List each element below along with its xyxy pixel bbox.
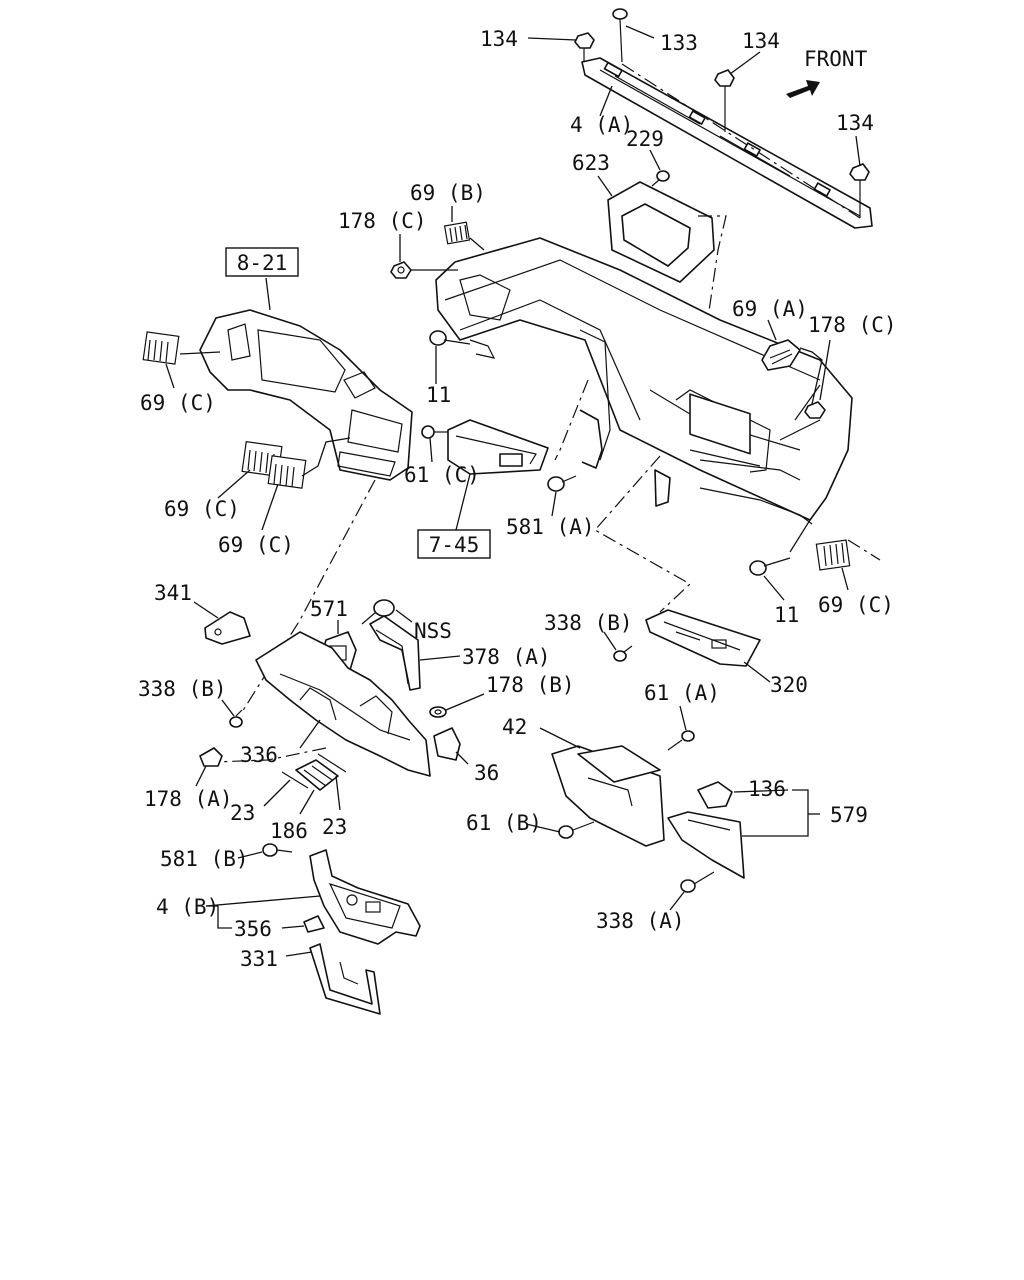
washer-178b xyxy=(429,706,447,718)
bolt-581a xyxy=(547,475,577,492)
lower-bezel-4b xyxy=(309,849,421,945)
callout-581b: 581 (B) xyxy=(160,847,249,871)
ref-8-21-label: 8-21 xyxy=(237,251,288,275)
clip-356 xyxy=(303,915,325,933)
latch-136 xyxy=(697,781,733,809)
vent-69c-d xyxy=(815,539,851,571)
upper-trim-strip xyxy=(581,57,873,229)
panel-623 xyxy=(607,181,715,283)
callout-23-a: 23 xyxy=(230,801,255,825)
part-23-a xyxy=(281,771,309,789)
nut-134-c xyxy=(849,163,870,218)
callout-69b: 69 (B) xyxy=(410,181,486,205)
callout-61c: 61 (C) xyxy=(404,463,480,487)
lower-panel-336 xyxy=(255,631,431,777)
callout-178a: 178 (A) xyxy=(144,787,233,811)
callout-136: 136 xyxy=(748,777,786,801)
bracket-331 xyxy=(309,943,381,1015)
nut-178c-b xyxy=(804,401,826,419)
front-arrow-icon xyxy=(786,80,820,98)
callout-69c-c: 69 (C) xyxy=(218,533,294,557)
callout-61b: 61 (B) xyxy=(466,811,542,835)
callout-134-c: 134 xyxy=(836,111,874,135)
callout-69c-a: 69 (C) xyxy=(140,391,216,415)
screw-61c xyxy=(421,425,450,439)
clip-338b-a xyxy=(229,709,243,728)
lower-cover-579 xyxy=(667,811,745,879)
vent-69c-a xyxy=(142,331,221,365)
clip-338b-b xyxy=(613,645,633,662)
callout-4b: 4 (B) xyxy=(156,895,219,919)
callout-133: 133 xyxy=(660,31,698,55)
callout-338b-b: 338 (B) xyxy=(544,611,633,635)
callout-178c-b: 178 (C) xyxy=(808,313,897,337)
ref-box-7-45[interactable]: 7-45 xyxy=(417,529,491,559)
nut-134-a xyxy=(574,32,595,62)
bracket-320 xyxy=(645,609,761,667)
vent-69b xyxy=(443,221,471,245)
screw-61b xyxy=(558,821,595,839)
callout-320: 320 xyxy=(770,673,808,697)
callout-623: 623 xyxy=(572,151,610,175)
callout-134-a: 134 xyxy=(480,27,518,51)
callout-42: 42 xyxy=(502,715,527,739)
clip-133 xyxy=(612,8,628,63)
part-186 xyxy=(295,759,339,791)
front-label: FRONT xyxy=(804,47,868,71)
callout-378a: 378 (A) xyxy=(462,645,551,669)
callout-336: 336 xyxy=(240,743,278,767)
screw-229 xyxy=(651,170,670,187)
vent-69a xyxy=(761,339,801,371)
nut-178c-a xyxy=(390,261,412,279)
callout-178b: 178 (B) xyxy=(486,673,575,697)
ref-7-45-label: 7-45 xyxy=(429,533,480,557)
callout-23-b: 23 xyxy=(322,815,347,839)
bracket-378a xyxy=(369,615,421,691)
nut-134-b xyxy=(714,69,735,132)
ref-box-8-21[interactable]: 8-21 xyxy=(225,247,299,277)
callout-186: 186 xyxy=(270,819,308,843)
instrument-panel xyxy=(435,237,853,525)
callout-338a: 338 (A) xyxy=(596,909,685,933)
bracket-341 xyxy=(204,611,251,645)
bolt-nss xyxy=(361,599,395,625)
callout-178c-a: 178 (C) xyxy=(338,209,427,233)
callout-579: 579 xyxy=(830,803,868,827)
vent-69c-c xyxy=(267,455,307,489)
callout-11-b: 11 xyxy=(774,603,799,627)
cluster-panel xyxy=(199,309,413,481)
bolt-581b xyxy=(262,843,293,857)
callout-341: 341 xyxy=(154,581,192,605)
bolt-11-a xyxy=(429,330,496,359)
screw-61a xyxy=(667,730,695,751)
callout-356: 356 xyxy=(234,917,272,941)
clip-338a xyxy=(680,871,715,893)
callout-69c-b: 69 (C) xyxy=(164,497,240,521)
callout-134-b: 134 xyxy=(742,29,780,53)
callout-61a: 61 (A) xyxy=(644,681,720,705)
clip-178a xyxy=(199,747,223,767)
callout-4a: 4 (A) xyxy=(570,113,633,137)
bolt-11-b xyxy=(749,519,811,576)
callout-11-a: 11 xyxy=(426,383,451,407)
glove-box-42 xyxy=(551,745,665,847)
callout-571: 571 xyxy=(310,597,348,621)
callout-69c-d: 69 (C) xyxy=(818,593,894,617)
callout-229: 229 xyxy=(626,127,664,151)
leader-lines xyxy=(165,25,861,957)
pad-36 xyxy=(433,727,461,761)
callout-331: 331 xyxy=(240,947,278,971)
callout-581a: 581 (A) xyxy=(506,515,595,539)
callout-36: 36 xyxy=(474,761,499,785)
callout-338b-a: 338 (B) xyxy=(138,677,227,701)
callout-nss: NSS xyxy=(414,619,452,643)
part-23-b xyxy=(317,753,347,773)
audio-bracket xyxy=(447,419,549,475)
callout-69a: 69 (A) xyxy=(732,297,808,321)
